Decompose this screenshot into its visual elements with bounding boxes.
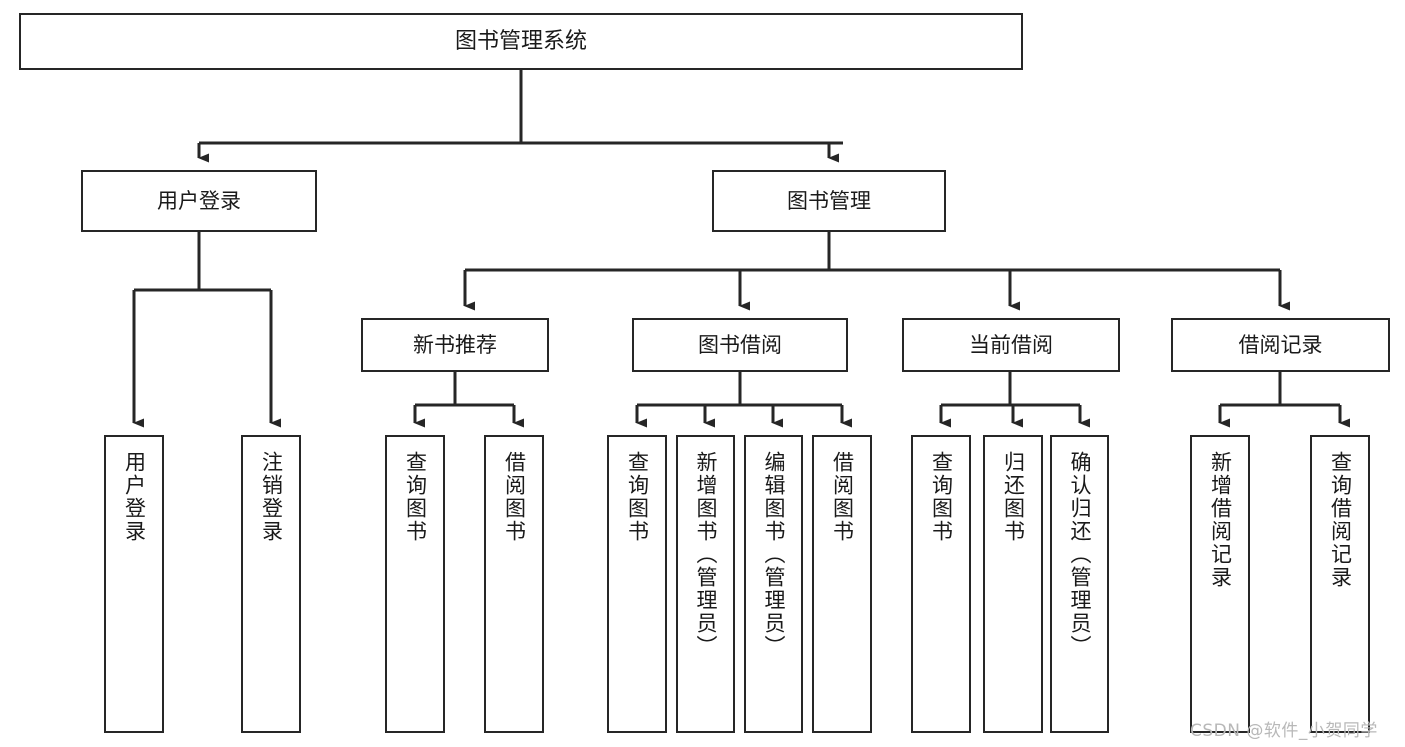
node-new-book-recommend[interactable]: 新书推荐 xyxy=(361,318,549,372)
node-label: 归还图书 xyxy=(1001,451,1026,543)
leaf-lend-book[interactable]: 借阅图书 xyxy=(812,435,872,733)
leaf-query-borrow-record[interactable]: 查询借阅记录 xyxy=(1310,435,1370,733)
node-label: 借阅图书 xyxy=(502,451,527,543)
node-book-management[interactable]: 图书管理 xyxy=(712,170,946,232)
leaf-query-book-recommend[interactable]: 查询图书 xyxy=(385,435,445,733)
node-label: 确认归还（管理员） xyxy=(1068,451,1092,658)
leaf-query-book-current[interactable]: 查询图书 xyxy=(911,435,971,733)
leaf-add-book-admin[interactable]: 新增图书（管理员） xyxy=(676,435,735,733)
leaf-return-book[interactable]: 归还图书 xyxy=(983,435,1043,733)
node-label: 新增图书（管理员） xyxy=(694,451,718,658)
node-label: 用户登录 xyxy=(122,451,147,543)
node-label: 新书推荐 xyxy=(413,332,497,357)
leaf-add-borrow-record[interactable]: 新增借阅记录 xyxy=(1190,435,1250,733)
node-book-borrow[interactable]: 图书借阅 xyxy=(632,318,848,372)
leaf-edit-book-admin[interactable]: 编辑图书（管理员） xyxy=(744,435,803,733)
node-label: 查询借阅记录 xyxy=(1328,451,1353,589)
node-label: 查询图书 xyxy=(929,451,954,543)
csdn-watermark: CSDN @软件_小贺同学 xyxy=(1190,721,1378,741)
leaf-user-login[interactable]: 用户登录 xyxy=(104,435,164,733)
node-label: 查询图书 xyxy=(403,451,428,543)
leaf-logout[interactable]: 注销登录 xyxy=(241,435,301,733)
node-borrow-record[interactable]: 借阅记录 xyxy=(1171,318,1390,372)
leaf-borrow-book-recommend[interactable]: 借阅图书 xyxy=(484,435,544,733)
node-label: 用户登录 xyxy=(157,188,241,213)
node-label: 当前借阅 xyxy=(969,332,1053,357)
node-label: 注销登录 xyxy=(259,451,284,543)
node-label: 编辑图书（管理员） xyxy=(762,451,786,658)
node-label: 借阅记录 xyxy=(1238,332,1323,357)
node-label: 图书管理 xyxy=(787,188,871,213)
node-user-login[interactable]: 用户登录 xyxy=(81,170,317,232)
leaf-query-book-borrow[interactable]: 查询图书 xyxy=(607,435,667,733)
node-label: 查询图书 xyxy=(625,451,650,543)
node-label: 图书管理系统 xyxy=(454,28,587,54)
node-label: 图书借阅 xyxy=(698,332,782,357)
node-label: 借阅图书 xyxy=(830,451,855,543)
node-current-borrow[interactable]: 当前借阅 xyxy=(902,318,1120,372)
node-root-system[interactable]: 图书管理系统 xyxy=(19,13,1023,70)
leaf-confirm-return-admin[interactable]: 确认归还（管理员） xyxy=(1050,435,1109,733)
node-label: 新增借阅记录 xyxy=(1208,451,1233,589)
